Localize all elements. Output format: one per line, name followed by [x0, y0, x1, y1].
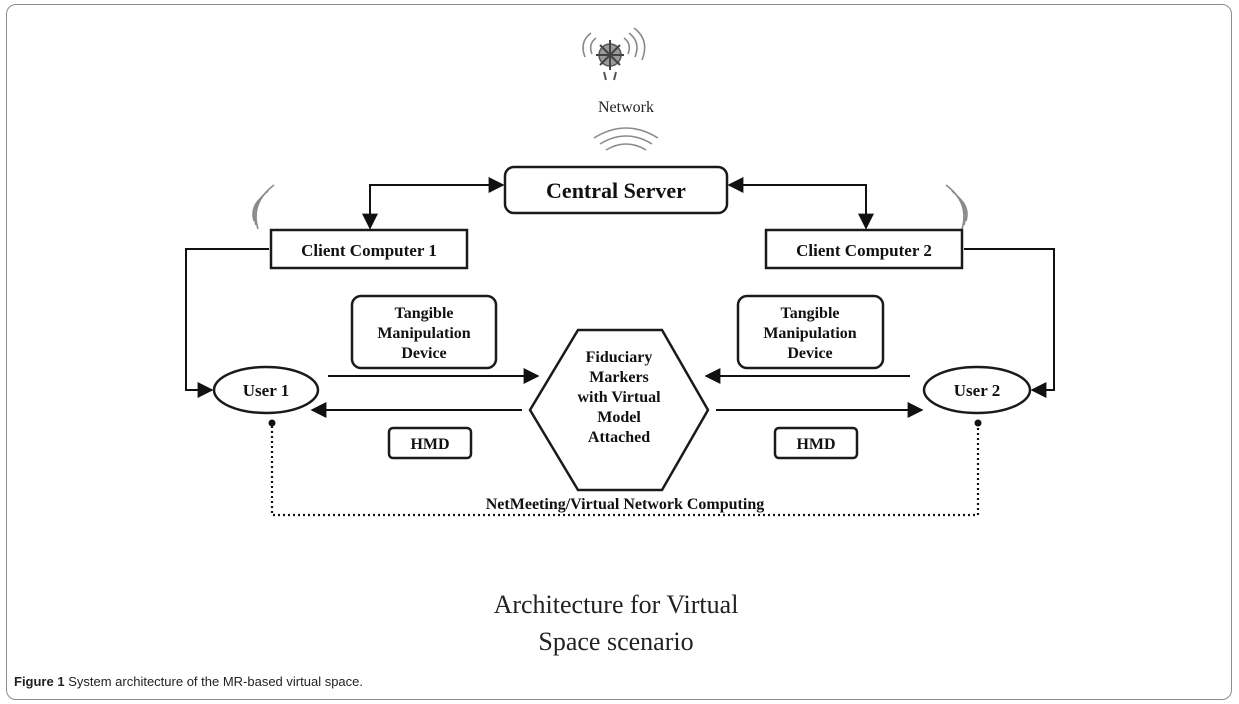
netmeeting-label: NetMeeting/Virtual Network Computing	[486, 496, 764, 513]
svg-text:with Virtual: with Virtual	[577, 389, 661, 406]
user-2-node: User 2	[922, 365, 1032, 415]
client-user-links	[185, 248, 1055, 398]
svg-text:Device: Device	[787, 345, 832, 362]
client-computer-2-box: Client Computer 2	[764, 228, 964, 270]
figure-frame	[6, 4, 1232, 700]
figure-caption: Figure 1 System architecture of the MR-b…	[14, 674, 363, 689]
svg-text:Tangible: Tangible	[781, 305, 840, 322]
client2-wireless-icon	[945, 184, 968, 230]
server-wireless-icon	[593, 127, 659, 151]
svg-text:Markers: Markers	[589, 369, 649, 386]
network-icon	[582, 27, 646, 81]
client-computer-1-box: Client Computer 1	[269, 228, 469, 270]
tangible-device-right: Tangible Manipulation Device	[736, 294, 885, 370]
user-1-label: User 1	[243, 381, 289, 400]
svg-text:Device: Device	[401, 345, 446, 362]
user-1-node: User 1	[212, 365, 320, 415]
scenario-title-line-1: Architecture for Virtual	[494, 590, 739, 619]
scenario-title-line-2: Space scenario	[538, 627, 693, 656]
interaction-arrows	[310, 368, 924, 418]
central-server-box: Central Server	[503, 165, 729, 215]
svg-text:Tangible: Tangible	[395, 305, 454, 322]
client-computer-2-label: Client Computer 2	[796, 241, 932, 260]
user-2-label: User 2	[954, 381, 1000, 400]
client-computer-1-label: Client Computer 1	[301, 241, 437, 260]
network-label: Network	[598, 99, 654, 116]
central-server-label: Central Server	[546, 178, 686, 203]
hmd-right: HMD	[773, 426, 859, 460]
figure-caption-text: System architecture of the MR-based virt…	[68, 674, 363, 689]
svg-text:Manipulation: Manipulation	[763, 325, 856, 342]
server-client-links	[362, 177, 874, 230]
hmd-left: HMD	[387, 426, 473, 460]
svg-text:Model: Model	[597, 409, 641, 426]
netmeeting-link	[268, 419, 982, 517]
tangible-device-left: Tangible Manipulation Device	[350, 294, 498, 370]
svg-text:Fiduciary: Fiduciary	[586, 349, 653, 366]
svg-text:Attached: Attached	[588, 429, 650, 446]
svg-text:HMD: HMD	[410, 436, 449, 453]
figure-caption-prefix: Figure 1	[14, 674, 65, 689]
fiduciary-markers-node: Fiduciary Markers with Virtual Model Att…	[528, 328, 710, 492]
client1-wireless-icon	[252, 184, 275, 230]
svg-text:HMD: HMD	[796, 436, 835, 453]
svg-text:Manipulation: Manipulation	[377, 325, 470, 342]
